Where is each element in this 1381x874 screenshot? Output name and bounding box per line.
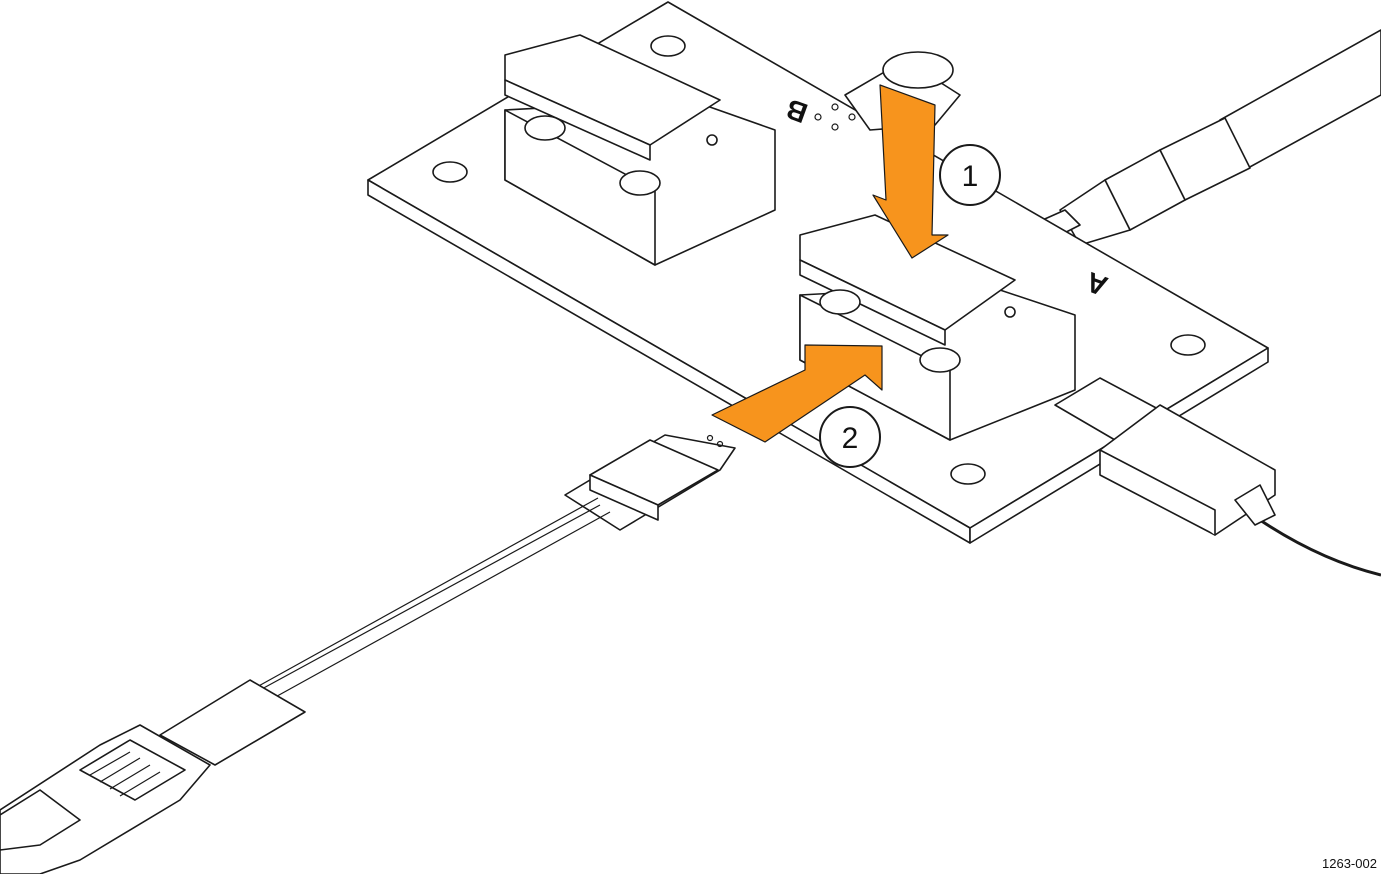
step-2-callout: 2 bbox=[819, 406, 881, 468]
usb-cable bbox=[1054, 377, 1381, 577]
clamp-b bbox=[504, 34, 776, 266]
step-2-number: 2 bbox=[842, 422, 859, 455]
step-2-arrow bbox=[711, 344, 883, 443]
clamp-a bbox=[799, 214, 1076, 441]
mount-hole bbox=[650, 35, 686, 57]
mount-hole bbox=[950, 463, 986, 485]
figure-id: 1263-002 bbox=[1322, 856, 1377, 871]
step-1-arrow bbox=[872, 84, 949, 259]
step-1-number: 1 bbox=[962, 160, 979, 193]
mount-hole bbox=[1170, 334, 1206, 356]
probe-tip bbox=[159, 434, 736, 766]
mount-hole bbox=[432, 161, 468, 183]
probe-connector bbox=[0, 724, 211, 874]
step-1-callout: 1 bbox=[939, 144, 1001, 206]
